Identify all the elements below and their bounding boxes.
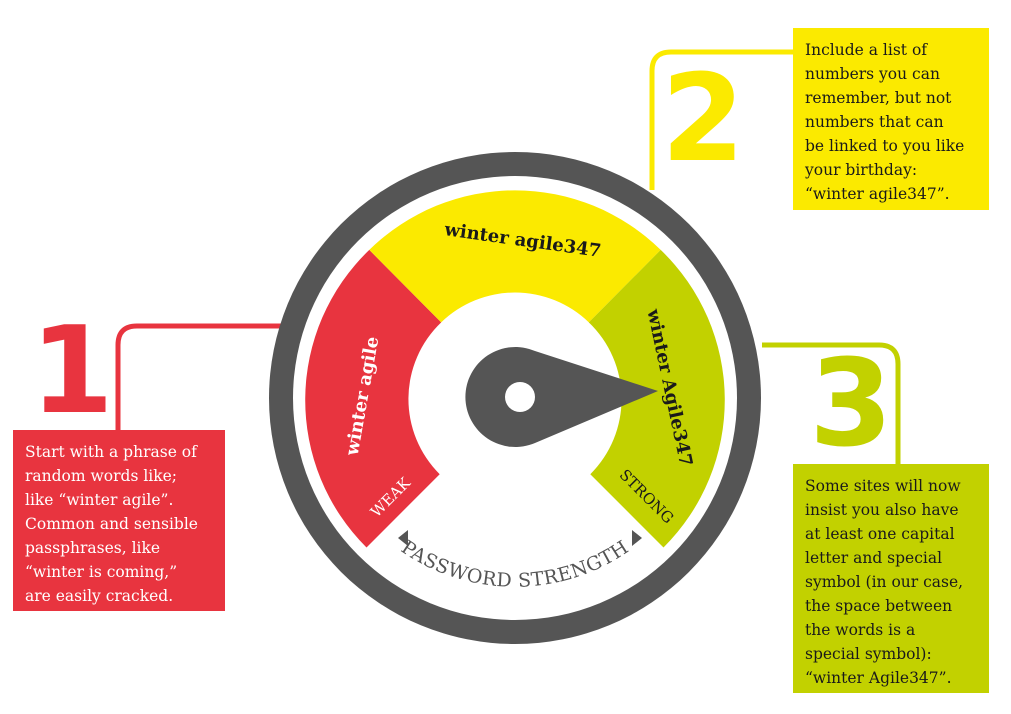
step-1-box: Start with a phrase of random words like… [13, 430, 225, 611]
step-2-box: Include a list of numbers you can rememb… [793, 28, 989, 210]
step-2-line: be linked to you like [805, 137, 965, 155]
segment-weak [305, 249, 442, 548]
step-2-line: your birthday: [805, 161, 918, 179]
step-1-line: Start with a phrase of [25, 443, 197, 461]
step-2-line: numbers that can [805, 113, 944, 131]
step-number-3: 3 [809, 335, 893, 474]
arrow-right-icon [632, 530, 642, 546]
step-1-line: like “winter agile”. [25, 491, 174, 509]
connector-line-3 [762, 342, 901, 464]
step-1-line: are easily cracked. [25, 587, 174, 605]
step-3-line: Some sites will now [805, 477, 961, 495]
step-2-line: numbers you can [805, 65, 940, 83]
step-3-line: insist you also have [805, 501, 959, 519]
step-number-2: 2 [661, 50, 745, 189]
step-3-line: the space between [805, 597, 953, 615]
step-3-line: at least one capital [805, 525, 955, 543]
step-1-line: random words like; [25, 467, 178, 485]
step-1-line: Common and sensible [25, 515, 198, 533]
step-number-1: 1 [30, 302, 114, 441]
step-3-line: symbol (in our case, [805, 573, 964, 591]
arrow-left-icon [398, 530, 408, 546]
step-3-line: “winter Agile347”. [805, 669, 952, 687]
step-2-line: Include a list of [805, 41, 928, 59]
segment-medium [369, 190, 661, 323]
step-1-line: “winter is coming,” [25, 563, 178, 581]
step-3-line: the words is a [805, 621, 916, 639]
needle-pivot [505, 382, 535, 412]
step-3-line: letter and special [805, 549, 943, 567]
segment-strong [588, 249, 725, 548]
gauge-needle [465, 347, 658, 447]
step-3-line: special symbol): [805, 645, 932, 663]
step-3-box: Some sites will now insist you also have… [793, 464, 989, 693]
connector-line-1 [115, 323, 285, 430]
step-2-line: remember, but not [805, 89, 952, 107]
connector-line-2 [649, 49, 793, 190]
step-1-line: passphrases, like [25, 539, 161, 557]
step-2-line: “winter agile347”. [805, 185, 950, 203]
